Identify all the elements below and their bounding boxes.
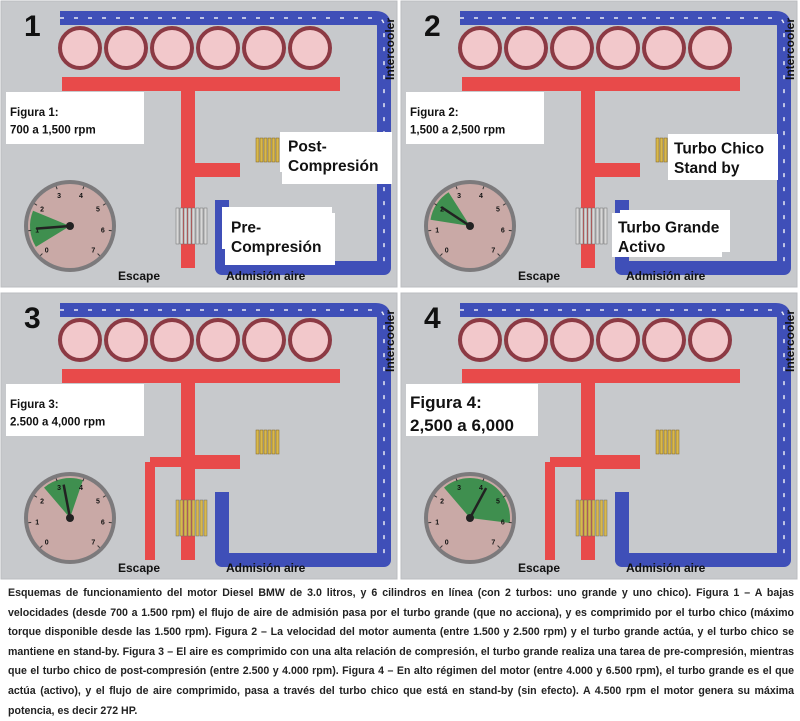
cylinder-5 bbox=[644, 320, 684, 360]
cylinder-1 bbox=[460, 28, 500, 68]
figure-title: Figura 2: bbox=[410, 107, 459, 119]
gauge-tick-label: 0 bbox=[45, 247, 49, 254]
cylinder-3 bbox=[152, 28, 192, 68]
gauge-tick-label: 2 bbox=[440, 498, 444, 505]
figure-title: Figura 1: bbox=[10, 107, 59, 119]
gauge-tick-label: 5 bbox=[96, 206, 100, 213]
panel-number: 2 bbox=[424, 10, 441, 43]
cylinder-5 bbox=[244, 28, 284, 68]
intercooler-label: Intercooler bbox=[383, 18, 397, 80]
figure-rpm-range: 2.500 a 4,000 rpm bbox=[10, 417, 105, 429]
gauge-tick-label: 6 bbox=[501, 228, 505, 235]
cylinder-2 bbox=[106, 28, 146, 68]
cylinder-5 bbox=[244, 320, 284, 360]
figure-rpm-range: 700 a 1,500 rpm bbox=[10, 125, 96, 137]
gauge-tick-label: 4 bbox=[479, 193, 483, 200]
gauge-tick-label: 5 bbox=[496, 206, 500, 213]
cylinder-2 bbox=[106, 320, 146, 360]
gauge-tick-label: 0 bbox=[445, 247, 449, 254]
gauge-tick-label: 0 bbox=[445, 539, 449, 546]
cylinder-3 bbox=[152, 320, 192, 360]
cylinder-2 bbox=[506, 320, 546, 360]
figure-caption: Esquemas de funcionamiento del motor Die… bbox=[8, 584, 794, 721]
gauge-tick-label: 7 bbox=[91, 247, 95, 254]
intake-air-label: Admisión aire bbox=[626, 269, 706, 283]
panel-number: 3 bbox=[24, 302, 41, 335]
big-turbo-label-line-2: Compresión bbox=[231, 239, 321, 256]
rpm-gauge: 0 1 2 3 4 5 6 7 bbox=[24, 472, 116, 564]
figure-rpm-range: 2,500 a 6,000 bbox=[410, 416, 514, 435]
exhaust-label: Escape bbox=[518, 269, 560, 283]
exhaust-label: Escape bbox=[118, 561, 160, 575]
figure-rpm-range: 1,500 a 2,500 rpm bbox=[410, 125, 505, 137]
rpm-gauge: 0 1 2 3 4 5 6 7 bbox=[424, 472, 516, 564]
cylinder-6 bbox=[690, 320, 730, 360]
gauge-tick-label: 7 bbox=[491, 539, 495, 546]
figure-title: Figura 3: bbox=[10, 399, 59, 411]
gauge-tick-label: 1 bbox=[35, 520, 39, 527]
gauge-tick-label: 4 bbox=[79, 485, 83, 492]
intake-air-label: Admisión aire bbox=[626, 561, 706, 575]
cylinder-2 bbox=[506, 28, 546, 68]
gauge-tick-label: 4 bbox=[479, 485, 483, 492]
intake-air-label: Admisión aire bbox=[226, 269, 306, 283]
gauge-tick-label: 5 bbox=[96, 498, 100, 505]
intake-air-label: Admisión aire bbox=[226, 561, 306, 575]
cylinder-3 bbox=[552, 28, 592, 68]
gauge-hub bbox=[466, 514, 474, 522]
intercooler-label: Intercooler bbox=[783, 18, 797, 80]
cylinder-1 bbox=[460, 320, 500, 360]
gauge-tick-label: 7 bbox=[491, 247, 495, 254]
gauge-hub bbox=[66, 514, 74, 522]
cylinder-6 bbox=[290, 28, 330, 68]
gauge-tick-label: 3 bbox=[457, 193, 461, 200]
gauge-tick-label: 3 bbox=[457, 485, 461, 492]
panel-number: 1 bbox=[24, 10, 41, 43]
cylinder-4 bbox=[198, 28, 238, 68]
gauge-tick-label: 7 bbox=[91, 539, 95, 546]
cylinder-1 bbox=[60, 320, 100, 360]
small-turbo-label-line-2: Stand by bbox=[674, 160, 740, 177]
gauge-tick-label: 1 bbox=[435, 228, 439, 235]
exhaust-label: Escape bbox=[518, 561, 560, 575]
gauge-tick-label: 5 bbox=[496, 498, 500, 505]
cylinder-1 bbox=[60, 28, 100, 68]
cylinder-6 bbox=[690, 28, 730, 68]
big-turbo-label-line-2: Activo bbox=[618, 239, 665, 256]
small-turbo-label-line-2: Compresión bbox=[288, 158, 378, 175]
gauge-tick-label: 0 bbox=[45, 539, 49, 546]
figure-title: Figura 4: bbox=[410, 393, 482, 412]
big-turbo-label-line-1: Pre- bbox=[231, 220, 261, 237]
gauge-tick-label: 6 bbox=[501, 520, 505, 527]
intercooler-label: Intercooler bbox=[783, 310, 797, 372]
cylinder-5 bbox=[644, 28, 684, 68]
gauge-tick-label: 4 bbox=[79, 193, 83, 200]
big-turbo-label-line-1: Turbo Grande bbox=[618, 220, 720, 237]
cylinder-6 bbox=[290, 320, 330, 360]
panel-number: 4 bbox=[424, 302, 441, 335]
gauge-tick-label: 2 bbox=[40, 206, 44, 213]
gauge-tick-label: 1 bbox=[435, 520, 439, 527]
gauge-tick-label: 6 bbox=[101, 520, 105, 527]
gauge-hub bbox=[66, 222, 74, 230]
gauge-tick-label: 6 bbox=[101, 228, 105, 235]
gauge-tick-label: 2 bbox=[40, 498, 44, 505]
cylinder-4 bbox=[198, 320, 238, 360]
small-turbo-label-line-1: Turbo Chico bbox=[674, 141, 764, 158]
cylinder-4 bbox=[598, 320, 638, 360]
cylinder-4 bbox=[598, 28, 638, 68]
exhaust-label: Escape bbox=[118, 269, 160, 283]
gauge-tick-label: 3 bbox=[57, 193, 61, 200]
intercooler-label: Intercooler bbox=[383, 310, 397, 372]
cylinder-3 bbox=[552, 320, 592, 360]
gauge-tick-label: 3 bbox=[57, 485, 61, 492]
gauge-hub bbox=[466, 222, 474, 230]
small-turbo-label-line-1: Post- bbox=[288, 139, 327, 156]
